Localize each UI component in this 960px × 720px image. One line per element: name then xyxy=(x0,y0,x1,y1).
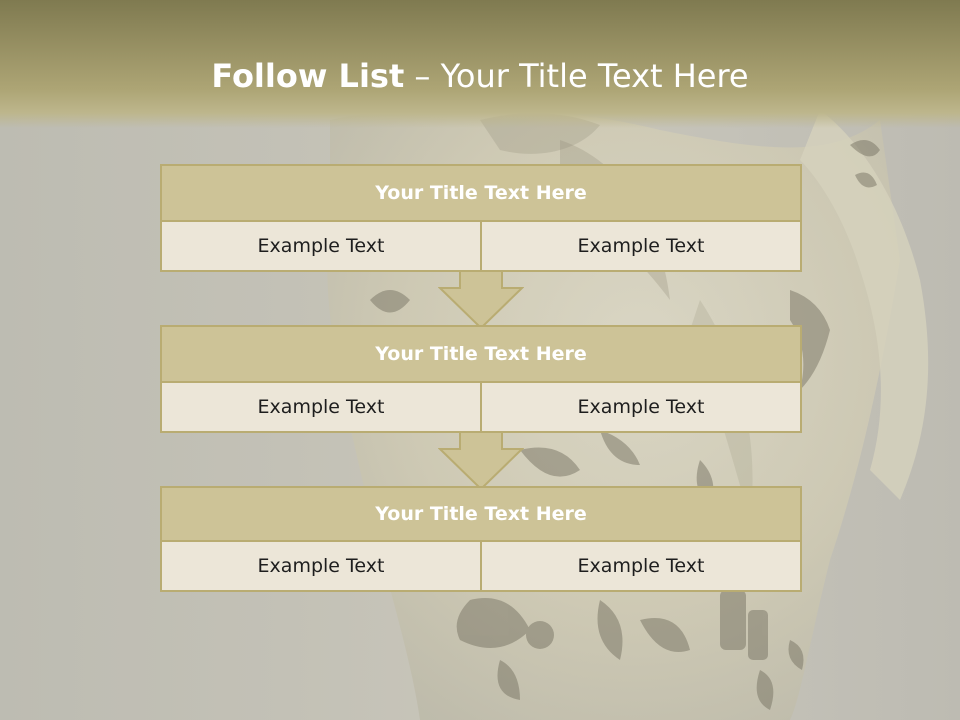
box-title: Your Title Text Here xyxy=(162,166,800,222)
follow-box-2: Your Title Text Here Example Text Exampl… xyxy=(160,325,802,433)
slide-title-rest: – Your Title Text Here xyxy=(404,57,749,95)
header-band: Follow List – Your Title Text Here xyxy=(0,0,960,128)
box-cell-left: Example Text xyxy=(162,222,480,270)
box-cell-left: Example Text xyxy=(162,383,480,431)
box-title: Your Title Text Here xyxy=(162,488,800,542)
slide-title: Follow List – Your Title Text Here xyxy=(0,56,960,96)
slide-title-bold: Follow List xyxy=(211,57,405,95)
box-cell-right: Example Text xyxy=(480,383,800,431)
box-cell-left: Example Text xyxy=(162,542,480,590)
box-cell-right: Example Text xyxy=(480,222,800,270)
box-row: Example Text Example Text xyxy=(162,222,800,270)
down-arrow-icon xyxy=(438,431,524,491)
box-row: Example Text Example Text xyxy=(162,383,800,431)
down-arrow-icon xyxy=(438,270,524,330)
follow-box-3: Your Title Text Here Example Text Exampl… xyxy=(160,486,802,592)
box-title: Your Title Text Here xyxy=(162,327,800,383)
box-cell-right: Example Text xyxy=(480,542,800,590)
follow-box-1: Your Title Text Here Example Text Exampl… xyxy=(160,164,802,272)
box-row: Example Text Example Text xyxy=(162,542,800,590)
